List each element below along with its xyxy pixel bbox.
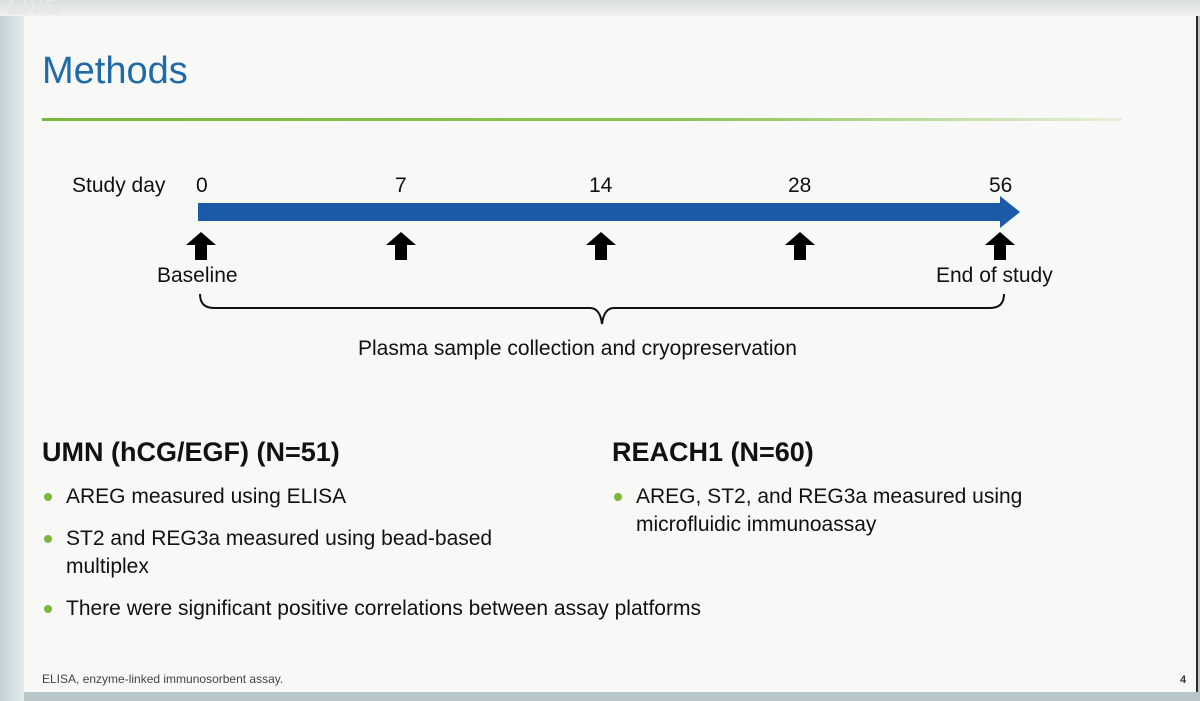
slide-title: Methods xyxy=(42,50,188,92)
up-arrow-icon xyxy=(386,232,416,260)
reach1-bullet-1: AREG, ST2, and REG3a measured using micr… xyxy=(636,485,1023,536)
bullet-icon xyxy=(44,493,52,501)
up-arrow-icon xyxy=(785,232,815,260)
end-of-study-label: End of study xyxy=(936,264,1053,287)
day-label-28: 28 xyxy=(788,174,812,197)
bullet-icon xyxy=(44,605,52,613)
up-arrow-icon xyxy=(586,232,616,260)
slide: Methods Study day 0 7 14 28 56 Baseline … xyxy=(24,16,1198,692)
live-watermark: LIVE xyxy=(8,0,61,19)
umn-heading: UMN (hCG/EGF) (N=51) xyxy=(42,437,340,467)
umn-bullet-2: ST2 and REG3a measured using bead-based … xyxy=(66,527,493,578)
day-label-56: 56 xyxy=(989,174,1013,197)
reach1-heading: REACH1 (N=60) xyxy=(612,437,814,467)
umn-bullet-3: There were significant positive correlat… xyxy=(66,597,701,620)
day-label-14: 14 xyxy=(589,174,613,197)
page-number: 4 xyxy=(1180,674,1187,686)
timeline-axis-label: Study day xyxy=(72,174,166,197)
day-label-0: 0 xyxy=(196,174,208,197)
sample-collection-bracket xyxy=(199,294,1005,325)
title-divider xyxy=(42,118,1122,121)
baseline-label: Baseline xyxy=(157,264,238,287)
timeline-arrow-bar xyxy=(198,203,1002,221)
bracket-label: Plasma sample collection and cryopreserv… xyxy=(358,337,797,360)
bullet-icon xyxy=(44,535,52,543)
window-frame-top: LIVE xyxy=(0,0,1200,19)
footnote: ELISA, enzyme-linked immunosorbent assay… xyxy=(42,672,284,686)
up-arrow-icon xyxy=(186,232,216,260)
umn-bullet-1: AREG measured using ELISA xyxy=(66,485,347,508)
bullet-icon xyxy=(614,493,622,501)
up-arrow-icon xyxy=(985,232,1015,260)
day-label-7: 7 xyxy=(395,174,407,197)
window-frame-left xyxy=(0,16,24,701)
timeline-arrow-head xyxy=(1000,196,1020,228)
